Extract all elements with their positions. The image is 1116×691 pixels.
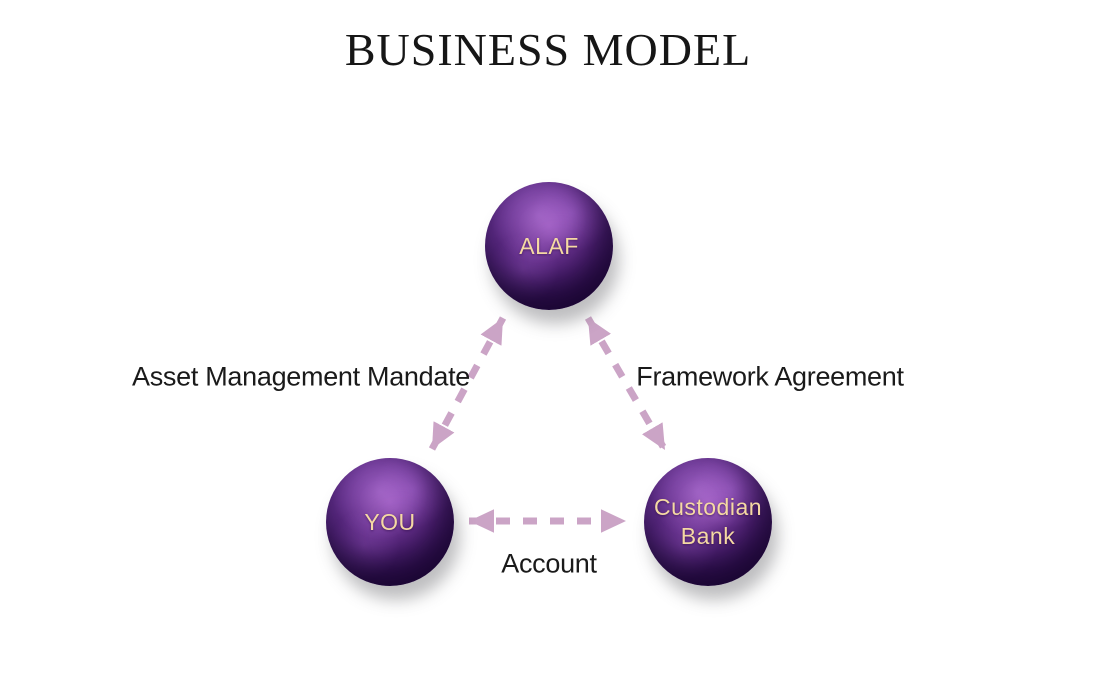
slide-title: BUSINESS MODEL [344,24,752,75]
node-custodian-bank: Custodian Bank [644,458,772,586]
edge-label-framework-agreement: Framework Agreement [636,361,904,392]
edge-label-asset-management-mandate: Asset Management Mandate [132,361,470,392]
node-you: YOU [326,458,454,586]
node-you-label: YOU [364,508,416,535]
node-alaf: ALAF [485,182,613,310]
node-custodian-bank-label: Custodian Bank [653,494,763,549]
edge-label-account: Account [501,548,597,579]
node-alaf-label: ALAF [519,232,579,259]
